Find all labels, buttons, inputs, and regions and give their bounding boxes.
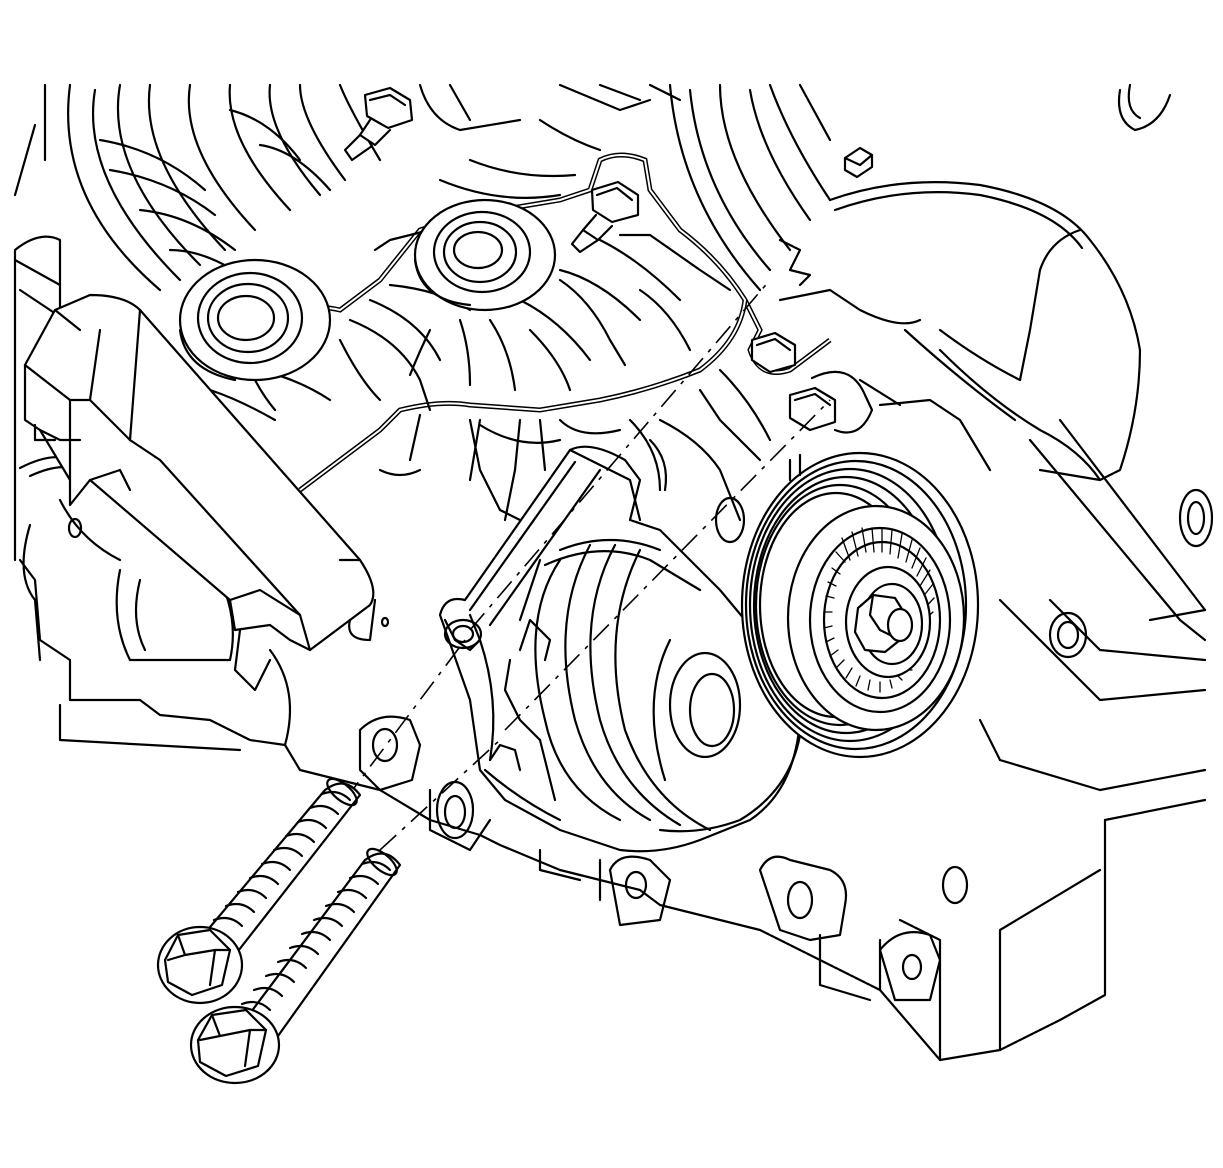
block-boss-hole bbox=[1178, 488, 1214, 548]
block-boss-hole bbox=[1048, 611, 1088, 659]
stud-bolt-right-lower bbox=[788, 370, 874, 434]
alignment-centerlines bbox=[344, 279, 831, 851]
stud-bolt-right-upper bbox=[750, 331, 797, 374]
stud-bolt-top bbox=[343, 86, 414, 162]
bolt-thread bbox=[240, 860, 392, 1012]
tensioner-pulley bbox=[740, 451, 980, 759]
intake-manifold-runners bbox=[13, 83, 682, 332]
block-boss-hole bbox=[941, 865, 969, 905]
block-boss-hole bbox=[358, 715, 422, 792]
bracket-boss-center bbox=[413, 198, 557, 312]
engine-block bbox=[13, 235, 1214, 1062]
drive-belt-tensioner bbox=[438, 445, 802, 853]
tensioner-bolt-upper bbox=[156, 777, 362, 1005]
block-boss-hole bbox=[878, 931, 942, 1002]
bolt-thread bbox=[212, 790, 352, 928]
tensioner-bolt-lower bbox=[189, 847, 402, 1085]
block-boss-hole bbox=[608, 855, 672, 927]
block-boss-hole bbox=[758, 855, 848, 942]
sensor-module bbox=[23, 293, 390, 652]
bracket-boss-left bbox=[178, 258, 332, 382]
upper-right-cover bbox=[668, 83, 1172, 482]
block-boss-hole bbox=[428, 780, 492, 852]
stud-bolt-mid bbox=[570, 180, 640, 254]
